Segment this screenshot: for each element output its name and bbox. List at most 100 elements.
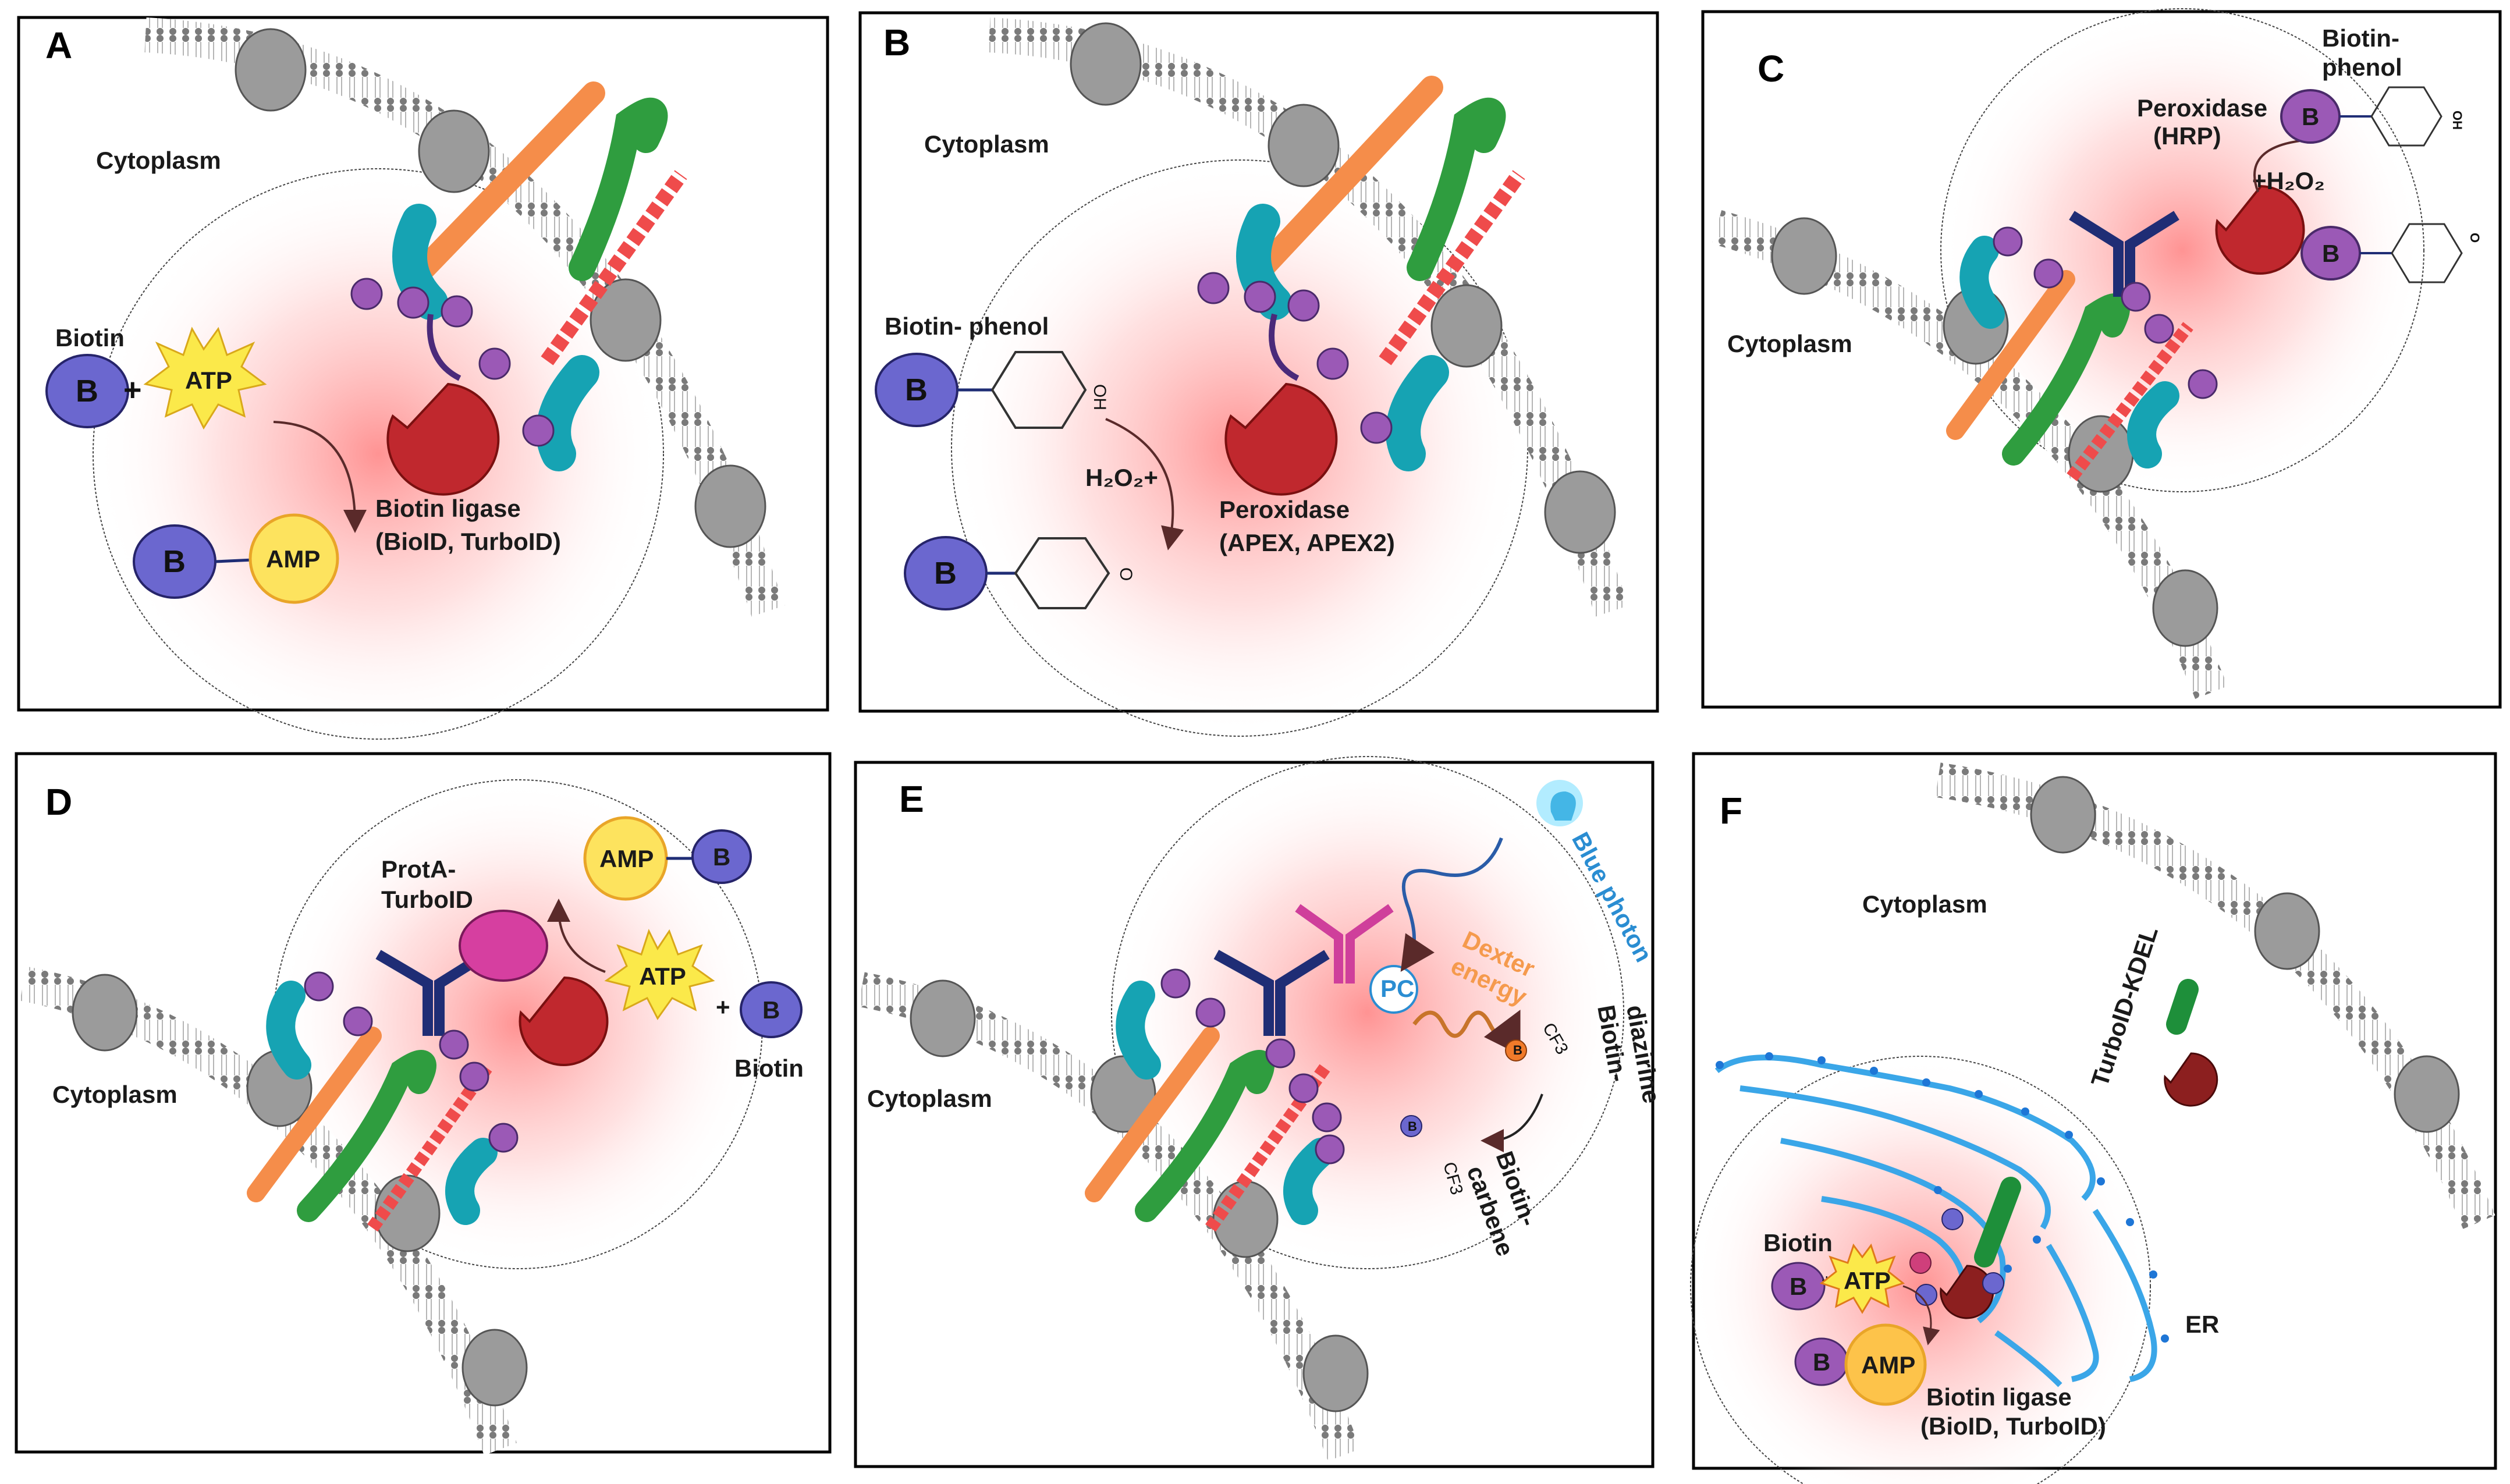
panel-letter-a: A: [45, 24, 72, 66]
panel-b: B Cytoplasm Biotin- phenol B OH H₂O₂+: [858, 11, 1659, 737]
biotin-phenol-label-2: phenol: [2322, 54, 2402, 81]
orange-receptor: [247, 1027, 382, 1202]
biotin-tags: [350, 278, 555, 447]
phenoxyl-ring-icon: [1014, 537, 1110, 609]
panel-f: F Cytoplasm ER TurboID-KDEL: [1690, 752, 2497, 1484]
oh-label: OH: [1090, 384, 1109, 410]
peroxidase-icon: [1224, 382, 1338, 496]
orange-receptor: [413, 81, 605, 279]
teal-protein: [536, 355, 599, 471]
pink-antibody-icon: [1295, 904, 1394, 984]
green-receptor: [1135, 1050, 1274, 1222]
peroxidase-examples: (HRP): [2153, 122, 2221, 150]
reaction-arrow: [273, 421, 367, 533]
orange-receptor: [1251, 76, 1443, 279]
reaction-arrow: [2253, 139, 2311, 193]
antibody-icon: [1213, 950, 1330, 1036]
hrp-icon: [2215, 184, 2305, 275]
atp-label: ATP: [639, 963, 686, 990]
ligase-label: Biotin ligase: [375, 495, 521, 522]
prota-label: ProtA-: [381, 855, 456, 883]
green-receptor: [297, 1050, 436, 1222]
amp-label: AMP: [599, 845, 654, 872]
ligase-examples: (BioID, TurboID): [1920, 1412, 2106, 1440]
photocatalyst-icon: [1369, 965, 1418, 1014]
red-chain-protein: [2067, 322, 2193, 481]
red-chain-protein: [367, 1061, 494, 1232]
amp-label: AMP: [1861, 1351, 1915, 1379]
orange-receptor: [1946, 270, 2075, 440]
linker: [427, 314, 461, 381]
reaction-arrow: [1105, 418, 1184, 551]
turboid-icon: [519, 976, 609, 1066]
energy-transfer-wave: [1412, 1009, 1521, 1056]
turboid-kdel-body: [1974, 1177, 2021, 1268]
teal-protein: [266, 981, 311, 1080]
photon-wave: [1400, 837, 1503, 972]
atp-icon: [143, 326, 267, 430]
biotin-b-letter: B: [1408, 1119, 1417, 1134]
er-icon: [1714, 1055, 2157, 1387]
cytoplasm-label: Cytoplasm: [867, 1085, 992, 1112]
panel-d: D Cytoplasm ProtA- TurboID: [15, 752, 832, 1455]
turboid-kdel-icon: [1940, 1265, 1994, 1319]
turboid-kdel-icon: [2164, 1052, 2218, 1107]
panel-c: C Cytoplasm Peroxidase (HRP) +H₂O₂: [1701, 8, 2502, 709]
biotin-tags: [1993, 226, 2218, 399]
labeling-radius: [93, 168, 664, 740]
biotin-b-letter: B: [1790, 1273, 1807, 1300]
membrane-channel: [235, 28, 766, 548]
atp-icon: [1819, 1243, 1905, 1314]
cytoplasm-label: Cytoplasm: [52, 1081, 177, 1108]
ribosome-dots: [1716, 1052, 2169, 1343]
peroxidase-label: Peroxidase: [1219, 496, 1350, 523]
panel-letter-e: E: [899, 778, 924, 820]
biotin-ligase-icon: [386, 382, 500, 496]
phenol-ring-icon: [2370, 86, 2442, 147]
amp-icon: [248, 513, 339, 604]
peroxidase-label: Peroxidase: [2137, 94, 2267, 122]
biotin-b-letter: B: [1813, 1348, 1830, 1376]
protein-a-icon: [459, 910, 548, 982]
reaction-arrow: [1902, 1285, 1940, 1345]
teal-protein: [1283, 1138, 1336, 1225]
reaction-arrow: [1481, 1094, 1543, 1152]
peroxidase-examples: (APEX, APEX2): [1219, 529, 1395, 556]
cytoplasm-label: Cytoplasm: [1862, 890, 1987, 918]
teal-protein: [1116, 981, 1161, 1080]
biotin-label: Biotin: [1763, 1229, 1833, 1256]
membrane-channel: [2030, 776, 2460, 1133]
cytoplasm-label: Cytoplasm: [924, 130, 1049, 158]
antibody-icon: [2069, 211, 2179, 297]
orange-receptor: [1085, 1027, 1220, 1202]
amp-label: AMP: [266, 545, 320, 573]
bond-line: [215, 558, 254, 563]
teal-protein: [1386, 355, 1449, 471]
green-receptor: [569, 97, 668, 281]
ligase-examples: (BioID, TurboID): [375, 528, 561, 555]
phenoxyl-ring-icon: [2391, 223, 2463, 283]
cytoplasm-label: Cytoplasm: [96, 147, 221, 174]
biotin-phenol-label: Biotin- phenol: [885, 313, 1049, 340]
biotin-label: Biotin: [734, 1055, 804, 1082]
biotin-phenol-label: Biotin-: [2322, 24, 2399, 52]
teal-protein: [445, 1138, 498, 1225]
biotin-carbene-icon: [1400, 1115, 1422, 1137]
reaction-arrow: [547, 899, 606, 973]
pc-label: PC: [1380, 975, 1414, 1002]
teal-protein: [1959, 236, 2005, 329]
biotin-b-letter: B: [905, 372, 928, 407]
biotin-tags: [1160, 968, 1345, 1165]
biotin-b-letter: B: [762, 996, 780, 1024]
turboid-kdel-body: [2166, 979, 2199, 1035]
panel-e: E Cytoplasm PC: [854, 756, 1666, 1468]
plus-sign: +: [123, 372, 142, 407]
biotin-b-letter: B: [2302, 103, 2319, 130]
biotin-b-letter: B: [2322, 240, 2339, 267]
panel-letter-c: C: [1758, 48, 1784, 90]
biotin-b-icon: [740, 981, 803, 1038]
biotin-label: Biotin: [55, 324, 125, 352]
cytoplasm-label: Cytoplasm: [1727, 330, 1852, 357]
oh-label: OH: [2450, 111, 2465, 130]
